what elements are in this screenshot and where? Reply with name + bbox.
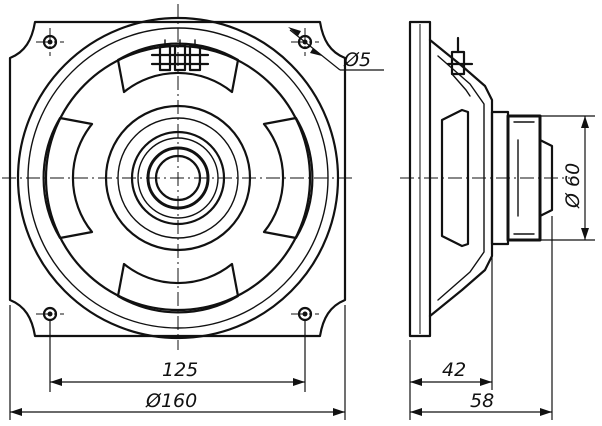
magnet-back-plate bbox=[490, 110, 510, 246]
front-view: Ø5 125 Ø160 bbox=[2, 4, 384, 420]
basket-window-right bbox=[262, 116, 314, 240]
overall-depth-label: 58 bbox=[470, 390, 494, 412]
basket-window-left bbox=[42, 116, 94, 240]
frame-outline bbox=[8, 20, 347, 338]
flange bbox=[408, 20, 432, 338]
hole-diameter-callout bbox=[288, 27, 384, 71]
side-view: Ø 60 42 58 bbox=[400, 20, 595, 420]
basket-depth-dimension bbox=[409, 248, 493, 420]
overall-depth-dimension bbox=[410, 216, 553, 420]
magnet-detail bbox=[513, 121, 535, 235]
front-centerlines bbox=[2, 4, 356, 350]
outer-diameter-label: Ø160 bbox=[145, 390, 197, 412]
hole-spacing-label: 125 bbox=[162, 359, 198, 381]
hole-spacing-dimension bbox=[49, 320, 306, 392]
side-terminal bbox=[446, 36, 474, 97]
magnet-diameter-dimension bbox=[540, 115, 595, 241]
magnet-diameter-label: Ø 60 bbox=[562, 163, 584, 209]
hole-diameter-label: Ø5 bbox=[343, 49, 371, 71]
outer-diameter-dimension bbox=[9, 305, 346, 420]
basket-window-side bbox=[440, 108, 470, 248]
basket-window-bottom bbox=[116, 262, 240, 314]
basket-depth-label: 42 bbox=[442, 359, 466, 381]
terminal-block bbox=[150, 39, 210, 72]
